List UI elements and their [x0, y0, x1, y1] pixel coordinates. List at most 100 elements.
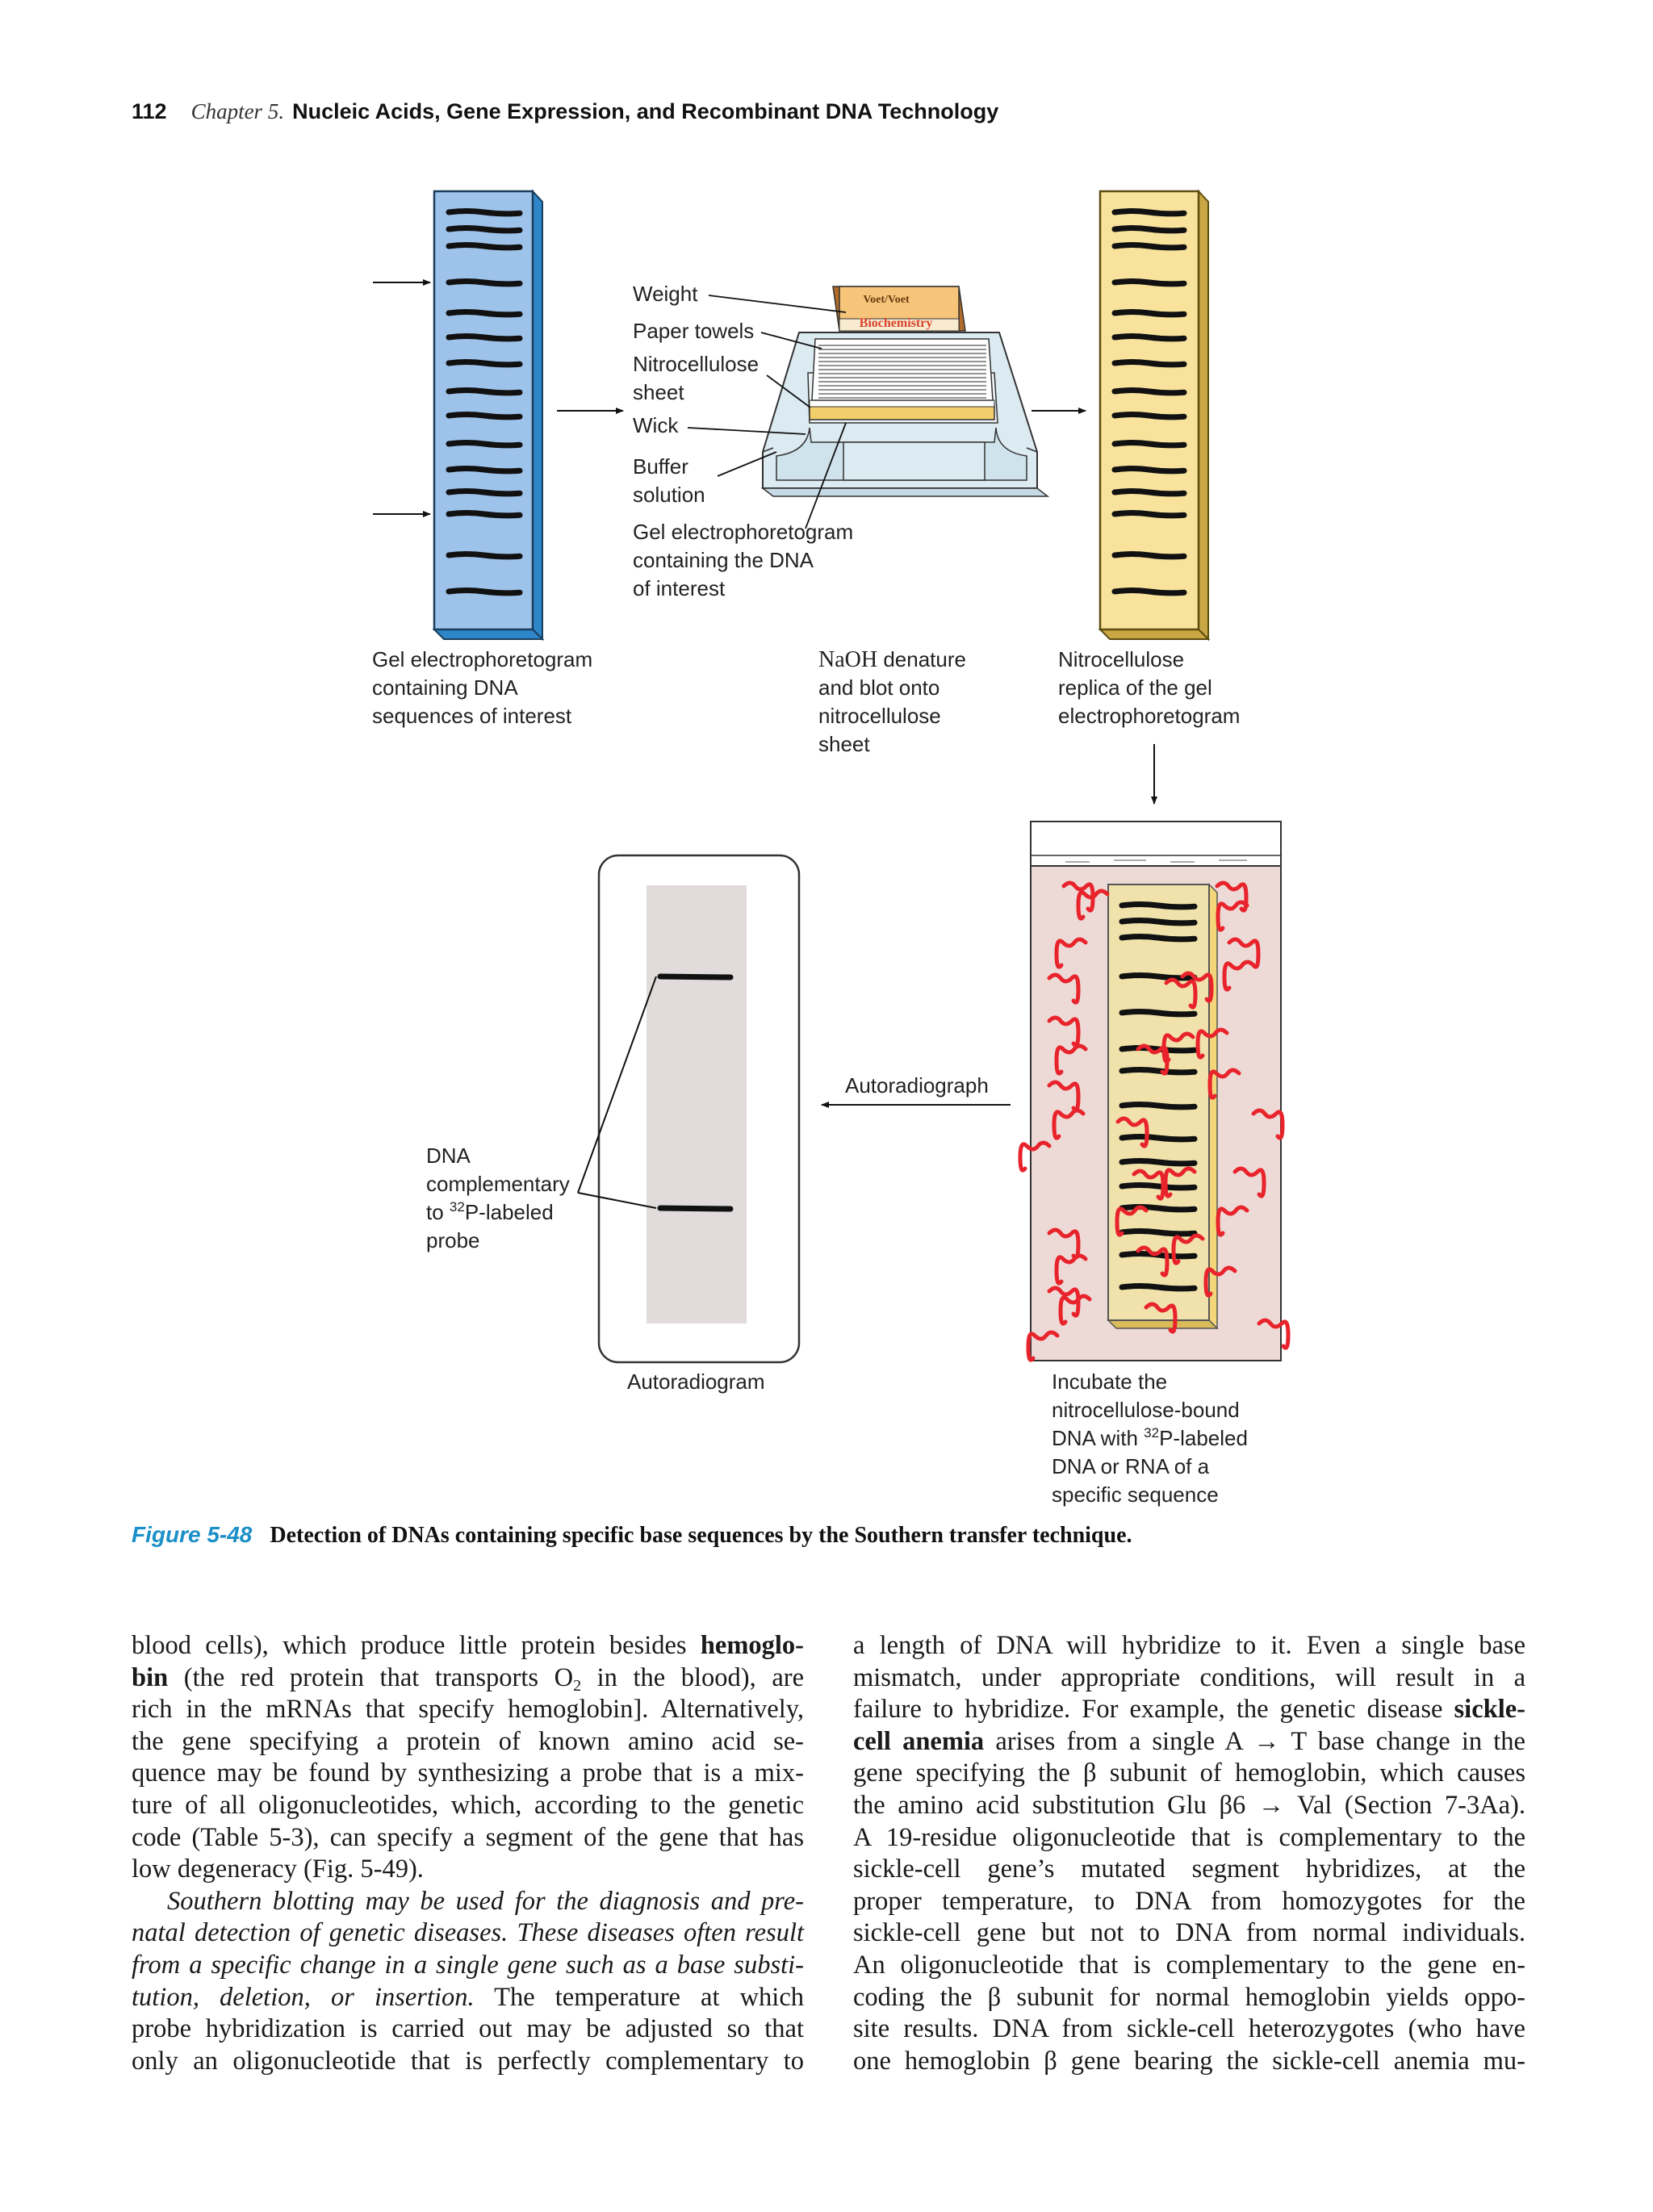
hybridized-band-2 [657, 1205, 734, 1212]
figure-number: Figure 5-48 [132, 1522, 253, 1547]
caption-gel-line2: containing DNA [372, 675, 518, 700]
text-line: gene specifying the β subunit of hemoglo… [853, 1758, 1525, 1788]
gel-band [446, 309, 523, 318]
caption-replica-line2: replica of the gel [1058, 675, 1212, 700]
label-buffer-line1: Buffer [633, 454, 688, 479]
label-paper-towels: Paper towels [633, 319, 755, 343]
gel-band [446, 387, 523, 396]
text-line: ture of all oligonucleotides, which, acc… [132, 1790, 804, 1820]
figure-5-48: Voet/Voet Biochemistry [372, 189, 1291, 1509]
chapter-title: Nucleic Acids, Gene Expression, and Reco… [292, 99, 999, 123]
naoh-line4: sheet [818, 732, 870, 756]
label-wick: Wick [633, 413, 679, 437]
subscript: 2 [573, 1676, 582, 1695]
label-gel-of-interest: Gel electrophoretogram containing the DN… [633, 518, 853, 603]
text-line: low degeneracy (Fig. 5-49). [132, 1854, 424, 1884]
gel-band [446, 278, 523, 287]
radiolabeled-probe [1047, 1015, 1081, 1047]
text-line: A 19-residue oligonucleotide that is com… [853, 1822, 1525, 1852]
radiolabeled-probe [1251, 1108, 1285, 1140]
dna-label-isotope: 32 [449, 1199, 465, 1215]
chapter-number: Chapter 5. [190, 99, 285, 123]
nitrocellulose-band [1119, 1204, 1198, 1213]
text-run: The temperature at which [474, 1982, 805, 2012]
nitrocellulose-band [1119, 1158, 1198, 1167]
term-sickle-cell: sickle- [1454, 1695, 1525, 1725]
nitrocellulose-band [1119, 918, 1198, 926]
replica-band [1111, 587, 1187, 596]
italic-run: natal detection of genetic diseases. The… [132, 1918, 804, 1948]
text-line: blood cells), which produce little prote… [132, 1630, 804, 1662]
radiolabeled-probe [1115, 1116, 1149, 1148]
page-number: 112 [132, 99, 167, 123]
nitrocellulose-band [1119, 1283, 1198, 1292]
replica-band [1111, 466, 1187, 475]
radiolabeled-probe [1163, 1166, 1197, 1198]
nitrocellulose-replica [1098, 189, 1211, 642]
text-line: bin (the red protein that transports O2 … [132, 1662, 804, 1695]
naoh-line2: and blot onto [818, 675, 940, 700]
term-hemoglobin: hemoglo- [700, 1631, 804, 1660]
dna-label-line2: complementary [426, 1172, 570, 1196]
label-nitrocellulose-sheet: Nitrocellulose sheet [633, 350, 759, 407]
liquid-surface [1065, 859, 1247, 863]
label-gel-line3: of interest [633, 576, 726, 600]
nitrocellulose-band [1119, 1009, 1198, 1018]
term-hemoglobin-end: bin [132, 1662, 169, 1692]
text-line: natal detection of genetic diseases. The… [132, 1917, 804, 1950]
text-line: proper temperature, to DNA from homozygo… [853, 1886, 1525, 1916]
radiolabeled-probe [1026, 1330, 1060, 1362]
autoradiogram-film [577, 854, 801, 1364]
term-sickle-cell-end: cell anemia [853, 1726, 985, 1756]
caption-naoh: NaOH denature and blot onto nitrocellulo… [818, 646, 966, 759]
gel-band [446, 466, 523, 475]
gel-band [446, 440, 523, 449]
text-line: failure to hybridize. For example, the g… [853, 1694, 1525, 1726]
gel-band [446, 412, 523, 420]
labeled-probe-squiggles [1018, 880, 1291, 1362]
naoh-formula: NaOH [818, 647, 878, 672]
text-line: code (Table 5-3), can specify a segment … [132, 1822, 804, 1852]
caption-gel: Gel electrophoretogram containing DNA se… [372, 646, 592, 730]
replica-band [1111, 510, 1187, 519]
radiolabeled-probe [1047, 972, 1081, 1005]
book-label-bottom: Biochemistry [860, 316, 933, 330]
radiolabeled-probe [1076, 889, 1110, 921]
label-incubate: Incubate the nitrocellulose-bound DNA wi… [1052, 1368, 1248, 1509]
apparatus-leader-lines [687, 295, 847, 529]
replica-band [1111, 242, 1187, 251]
dna-label-line3-pre: to [426, 1200, 450, 1224]
radiolabeled-probe [1161, 1031, 1195, 1064]
radiolabeled-probe [1047, 1286, 1081, 1318]
dna-label-line3-post: P-labeled [464, 1200, 554, 1224]
text-line: one hemoglobin β gene bearing the sickle… [853, 2046, 1525, 2076]
radiolabeled-probe [1018, 1140, 1052, 1173]
radiolabeled-probe [1227, 937, 1261, 969]
body-column-right: a length of DNA will hybridize to it. Ev… [853, 1630, 1525, 2077]
italic-run: from a specific change in a single gene … [132, 1950, 804, 1980]
italic-run: tution, deletion, or insertion. [132, 1982, 475, 2012]
text-line: the amino acid substitution Glu β6 → Val… [853, 1790, 1525, 1820]
gel-band [446, 510, 523, 519]
radiolabeled-probe [1061, 880, 1095, 913]
replica-band [1111, 333, 1187, 342]
radiolabeled-probe [1216, 900, 1249, 932]
naoh-line1-rest: denature [877, 647, 966, 671]
radiolabeled-probe [1047, 1080, 1081, 1112]
text-run: blood cells), which produce little prote… [132, 1631, 701, 1660]
text-line: from a specific change in a single gene … [132, 1950, 804, 1982]
gel-band [446, 587, 523, 596]
label-buffer-line2: solution [633, 483, 705, 507]
radiolabeled-probe [1054, 1043, 1088, 1076]
label-gel-line2: containing the DNA [633, 548, 814, 572]
incubate-line5: specific sequence [1052, 1482, 1219, 1507]
radiolabeled-probe [1132, 1169, 1165, 1201]
radiolabeled-probe [1047, 1227, 1081, 1260]
southern-blot-diagram: Voet/Voet Biochemistry [373, 189, 1291, 1364]
text-run: in the blood), are [581, 1662, 804, 1692]
nitrocellulose-band [1119, 1228, 1198, 1237]
label-autoradiograph: Autoradiograph [845, 1073, 989, 1098]
text-line: An oligonucleotide that is complementary… [853, 1950, 1525, 1980]
radiolabeled-probe [1115, 1205, 1149, 1237]
